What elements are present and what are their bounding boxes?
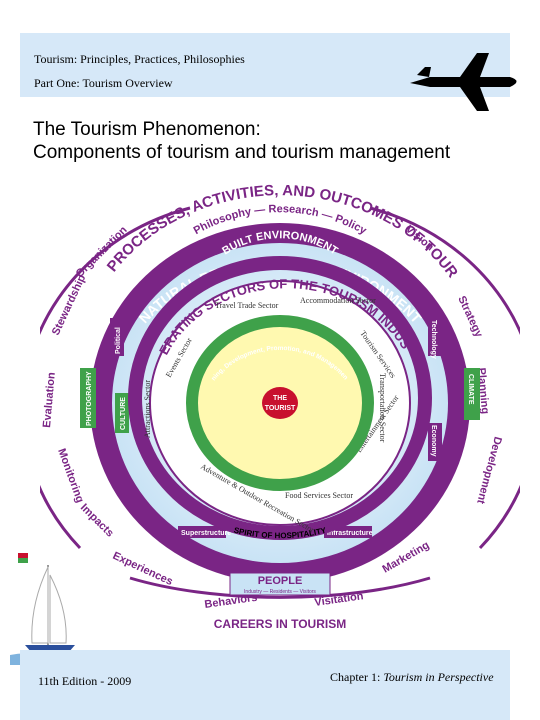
outer-ring-arc-right xyxy=(369,206,520,550)
evaluation-label: Evaluation xyxy=(41,372,58,429)
sector-transportation: Transportation Sector xyxy=(378,373,387,443)
built-environment-ring xyxy=(128,256,432,540)
center-tourist xyxy=(262,387,298,419)
chapter-title: Tourism in Perspective xyxy=(383,670,494,684)
chapter-label: Chapter 1: Tourism in Perspective xyxy=(330,670,494,685)
people-label: PEOPLE xyxy=(258,575,303,587)
photography-tag-label: PHOTOGRAPHY xyxy=(86,371,93,426)
sector-food-services: Food Services Sector xyxy=(285,491,353,500)
political-tag-label: Political xyxy=(115,327,122,354)
infrastructure-tag-label: Infrastructure xyxy=(327,530,373,537)
management-ring-dot xyxy=(188,396,196,404)
book-title: Tourism: Principles, Practices, Philosop… xyxy=(34,52,245,66)
research-label: Research xyxy=(268,203,320,219)
photography-tag xyxy=(80,368,96,428)
technology-tag xyxy=(428,318,442,356)
tourist-label-line2: TOURIST xyxy=(265,405,296,412)
sailboat-icon xyxy=(10,553,90,665)
footer-band xyxy=(20,650,510,720)
culture-tag-label: CULTURE xyxy=(120,397,127,430)
edition-label: 11th Edition - 2009 xyxy=(38,674,132,688)
careers-label: CAREERS IN TOURISM xyxy=(214,617,346,631)
sector-attractions: Attractions Sector xyxy=(143,380,152,438)
impacts-label: Impacts xyxy=(78,502,116,540)
people-box xyxy=(229,572,331,596)
development-label: Development xyxy=(474,435,504,505)
monitoring-label: Monitoring xyxy=(55,447,86,505)
sector-travel-trade: Travel Trade Sector xyxy=(215,301,279,310)
technology-tag-label: Technology xyxy=(430,320,437,359)
economic-tag xyxy=(428,423,442,461)
slide-title-line2: Components of tourism and tourism manage… xyxy=(33,142,451,163)
sector-accommodation: Accommodation Sector xyxy=(300,296,376,305)
slide-title: The Tourism Phenomenon: Components of to… xyxy=(33,118,450,164)
culture-tag xyxy=(115,393,129,433)
political-tag xyxy=(110,318,124,356)
superstructure-tag-label: Superstructure xyxy=(181,530,231,537)
climate-tag-label: CLIMATE xyxy=(467,374,474,405)
strategy-label: Strategy xyxy=(455,294,485,340)
airplane-icon xyxy=(410,53,517,111)
outer-ring-arc-left xyxy=(40,206,191,550)
superstructure-tag xyxy=(178,526,226,538)
tourism-diagram: THE PROCESSES, ACTIVITIES, AND OUTCOMES … xyxy=(40,168,520,631)
climate-tag xyxy=(464,368,480,420)
slide-title-line1: The Tourism Phenomenon: xyxy=(33,119,261,140)
economic-tag-label: Economy xyxy=(430,425,437,457)
outer-ring-arc-bottom xyxy=(129,576,431,599)
part-title: Part One: Tourism Overview xyxy=(34,76,173,90)
tourist-label-line1: THE xyxy=(273,395,287,402)
chapter-number: Chapter 1: xyxy=(330,670,381,684)
people-sub-label: Industry — Residents — Visitors xyxy=(244,589,316,595)
